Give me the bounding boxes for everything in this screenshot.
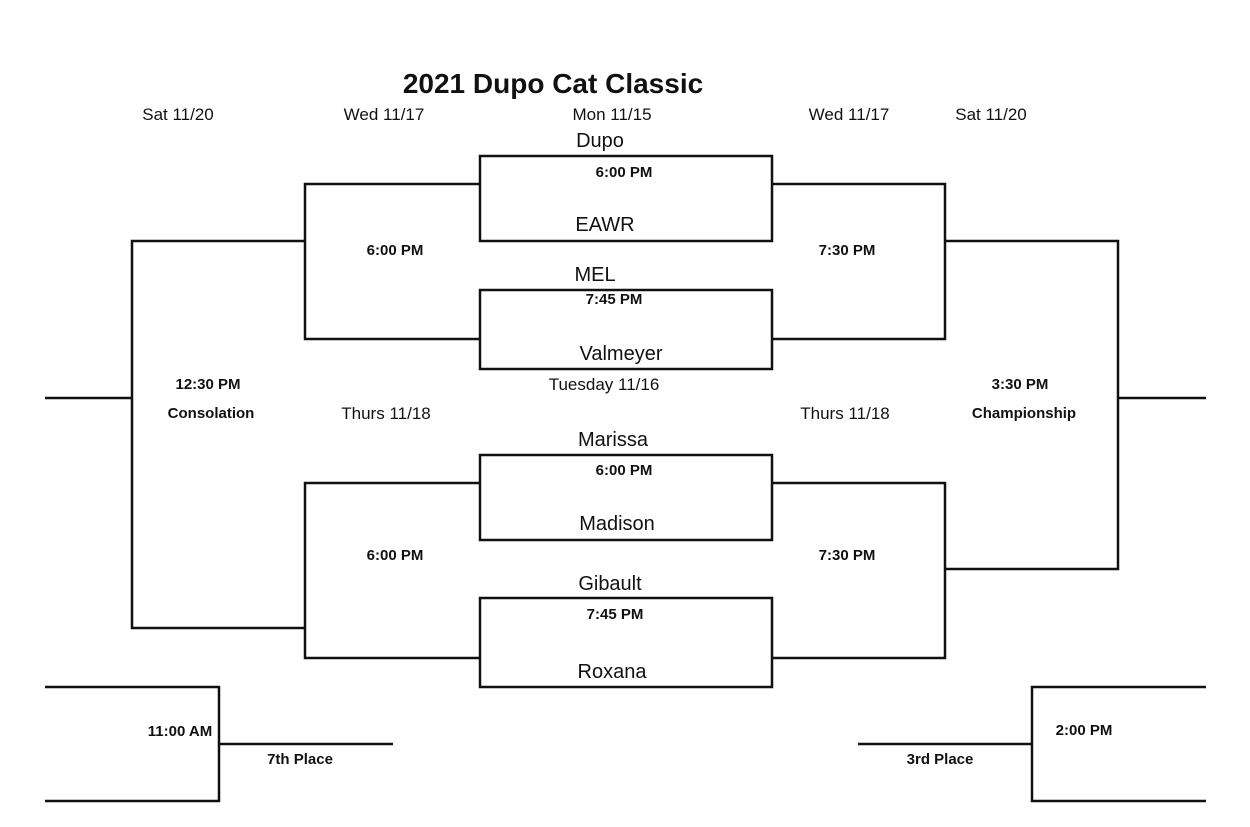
seventh-place-time: 11:00 AM [147,723,213,740]
left-bottom-bracket [303,481,480,660]
date-mon-center: Mon 11/15 [572,105,652,124]
seventh-place-label: 7th Place [267,751,333,768]
thu-consolation-time: 6:00 PM [366,547,424,564]
matchup-4-time: 7:45 PM [586,606,644,623]
third-place-time: 2:00 PM [1055,722,1113,739]
championship-time: 3:30 PM [991,376,1049,393]
third-place-bracket [1030,685,1206,803]
wed-championship-time: 7:30 PM [818,242,876,259]
third-place-label: 3rd Place [906,751,974,768]
page-title: 2021 Dupo Cat Classic [402,68,704,99]
team-marissa: Marissa [577,429,649,451]
championship-label: Championship [971,405,1077,422]
matchup-box-1 [478,154,774,243]
consolation-bracket [130,239,305,630]
date-tue-center: Tuesday 11/16 [548,375,660,394]
team-mel: MEL [574,264,616,286]
championship-bracket [945,239,1120,571]
matchup-3-time: 6:00 PM [595,462,653,479]
matchup-2-time: 7:45 PM [585,291,643,308]
date-wed-right: Wed 11/17 [808,105,890,124]
right-top-bracket [772,182,947,341]
wed-consolation-time: 6:00 PM [366,242,424,259]
date-wed-left: Wed 11/17 [343,105,425,124]
date-sat-right: Sat 11/20 [955,105,1027,124]
date-sat-left: Sat 11/20 [142,105,214,124]
matchup-1-time: 6:00 PM [595,164,653,181]
team-valmeyer: Valmeyer [579,343,663,365]
matchup-box-3 [478,453,774,542]
matchup-box-4 [478,596,774,689]
team-dupo: Dupo [576,130,624,152]
consolation-label: Consolation [167,405,255,422]
right-bottom-bracket [772,481,947,660]
date-thu-right: Thurs 11/18 [800,404,890,423]
team-madison: Madison [579,513,655,535]
date-thu-left: Thurs 11/18 [341,404,431,423]
team-roxana: Roxana [577,661,647,683]
left-top-bracket [303,182,480,341]
matchup-box-2 [478,288,774,371]
consolation-time: 12:30 PM [175,376,241,393]
seventh-place-bracket [45,685,221,803]
thu-championship-time: 7:30 PM [818,547,876,564]
team-gibault: Gibault [578,573,642,595]
team-eawr: EAWR [575,214,635,236]
